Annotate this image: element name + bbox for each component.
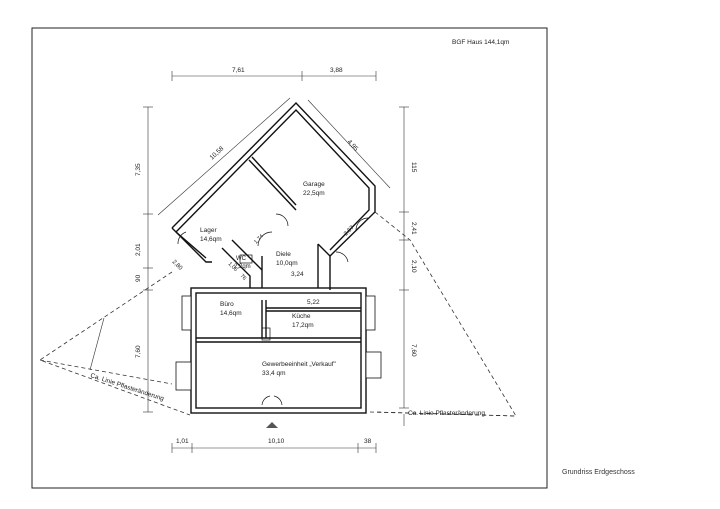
dim-right-210: 2,10 — [410, 260, 417, 273]
room-kueche-area: 17,2qm — [292, 322, 314, 329]
dimension-lines — [143, 71, 409, 453]
dim-right-760: 7,60 — [410, 344, 417, 357]
room-garage-area: 22,5qm — [303, 190, 325, 197]
room-lager: Lager — [200, 227, 217, 234]
dim-bottom-1010: 10,10 — [268, 438, 285, 445]
room-verkauf-area: 33,4 qm — [262, 370, 286, 377]
room-verkauf: Gewerbeeinheit „Verkauf" — [262, 361, 337, 368]
room-buero-area: 14,6qm — [220, 310, 242, 317]
dim-top-left: 7,61 — [232, 67, 245, 74]
dim-diele-324: 3,24 — [291, 271, 304, 278]
dim-kueche-522: 5,22 — [307, 299, 320, 306]
dim-left-201: 2,01 — [135, 243, 142, 256]
dim-right-267: 2,67 — [343, 224, 356, 237]
room-diele: Diele — [276, 251, 291, 258]
dim-top-right: 3,88 — [330, 67, 343, 74]
room-diele-area: 10,0qm — [276, 260, 298, 267]
room-lager-area: 14,6qm — [200, 236, 222, 243]
dim-right-115: 115 — [410, 162, 417, 173]
drawing-caption: Grundriss Erdgeschoss — [562, 469, 635, 476]
sheet-border — [31, 27, 548, 489]
dim-diag-long: 10,58 — [209, 145, 226, 161]
bgf-label: BGF Haus 144,1qm — [452, 39, 509, 46]
room-wc-area: 2,2qm — [234, 264, 251, 270]
dim-left-735: 7,35 — [135, 163, 142, 176]
dim-wc-106: 1,06 — [227, 261, 239, 273]
room-buero: Büro — [220, 301, 234, 308]
dim-left-760: 7,60 — [135, 345, 142, 358]
leader-lines — [89, 317, 405, 426]
entrance-marker — [266, 422, 278, 428]
dim-diag-280: 2,80 — [171, 259, 184, 272]
dim-wc-76: 76 — [239, 273, 248, 282]
doors — [177, 213, 369, 406]
dim-wc-174: 1,74 — [253, 234, 265, 246]
room-wc: WC — [236, 256, 247, 262]
building-walls — [171, 101, 376, 414]
paving-lines — [39, 211, 517, 417]
dim-diag-short: 4,95 — [346, 139, 360, 153]
annotation-pflaster-right: Ca. Linie Pflasteränderung — [408, 410, 485, 417]
dim-bottom-101: 1,01 — [176, 438, 189, 445]
room-garage: Garage — [303, 181, 325, 188]
annotation-pflaster-left: Ca. Linie Pflasteränderung — [89, 372, 165, 403]
room-kueche: Küche — [292, 313, 311, 320]
windows — [175, 295, 382, 391]
dim-bottom-38: 38 — [364, 438, 372, 445]
dim-right-241: 2,41 — [410, 222, 417, 235]
dim-left-90: 90 — [135, 274, 142, 282]
